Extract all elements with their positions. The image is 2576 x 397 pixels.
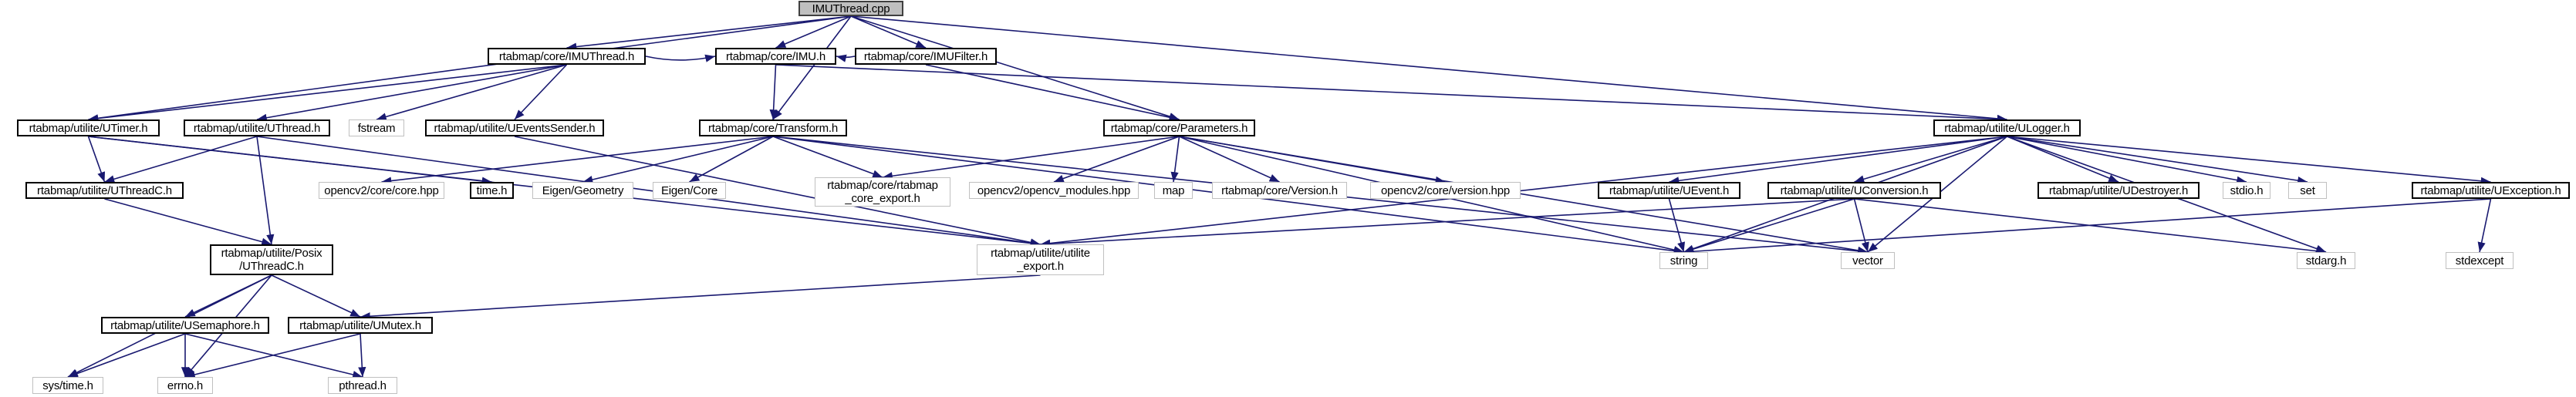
graph-node-rtabmap-utilite-ueventssender-h[interactable]: rtabmap/utilite/UEventsSender.h — [425, 119, 604, 136]
graph-node-rtabmap-utilite-uthread-h[interactable]: rtabmap/utilite/UThread.h — [184, 119, 330, 136]
graph-node-pthread-h[interactable]: pthread.h — [328, 377, 397, 394]
graph-node-label: vector — [1852, 254, 1883, 267]
graph-node-vector[interactable]: vector — [1841, 252, 1895, 269]
graph-node-stdio-h[interactable]: stdio.h — [2223, 182, 2270, 199]
graph-node-label: rtabmap/utilite/UDestroyer.h — [2048, 183, 2189, 197]
graph-node-label: stdexcept — [2455, 254, 2504, 267]
graph-node-label: rtabmap/core/Parameters.h — [1110, 121, 1248, 135]
graph-node-label: rtabmap/utilite/UConversion.h — [1780, 183, 1929, 197]
graph-node-set[interactable]: set — [2288, 182, 2327, 199]
graph-node-rtabmap-utilite-udestroyer-h[interactable]: rtabmap/utilite/UDestroyer.h — [2038, 182, 2200, 199]
graph-node-eigen-geometry[interactable]: Eigen/Geometry — [532, 182, 633, 199]
graph-node-rtabmap-utilite-usemaphore-h[interactable]: rtabmap/utilite/USemaphore.h — [101, 317, 269, 334]
graph-node-imuthread-cpp[interactable]: IMUThread.cpp — [798, 1, 903, 16]
graph-node-label: rtabmap/utilite/USemaphore.h — [110, 318, 260, 332]
graph-node-label: rtabmap/core/IMU.h — [726, 49, 825, 63]
graph-node-label: errno.h — [167, 378, 204, 392]
graph-node-eigen-core[interactable]: Eigen/Core — [653, 182, 726, 199]
graph-node-rtabmap-utilite-uevent-h[interactable]: rtabmap/utilite/UEvent.h — [1598, 182, 1740, 199]
graph-node-label: pthread.h — [339, 378, 387, 392]
graph-node-opencv2-core-version-hpp[interactable]: opencv2/core/version.hpp — [1370, 182, 1521, 199]
graph-node-label: rtabmap/utilite/UMutex.h — [299, 318, 421, 332]
graph-node-rtabmap-core-rtabmap-core-export-h[interactable]: rtabmap/core/rtabmap _core_export.h — [815, 177, 950, 207]
graph-node-rtabmap-utilite-umutex-h[interactable]: rtabmap/utilite/UMutex.h — [288, 317, 433, 334]
graph-node-time-h[interactable]: time.h — [470, 182, 514, 199]
graph-node-label: rtabmap/utilite/Posix /UThreadC.h — [221, 247, 322, 273]
graph-node-string[interactable]: string — [1659, 252, 1708, 269]
graph-node-rtabmap-utilite-uexception-h[interactable]: rtabmap/utilite/UException.h — [2412, 182, 2570, 199]
graph-node-label: opencv2/opencv_modules.hpp — [977, 183, 1131, 197]
graph-node-rtabmap-utilite-uthreadc-h[interactable]: rtabmap/utilite/UThreadC.h — [25, 182, 184, 199]
graph-node-stdarg-h[interactable]: stdarg.h — [2297, 252, 2355, 269]
graph-node-label: rtabmap/utilite/UException.h — [2420, 183, 2561, 197]
graph-node-rtabmap-core-imufilter-h[interactable]: rtabmap/core/IMUFilter.h — [855, 48, 997, 65]
graph-node-rtabmap-core-version-h[interactable]: rtabmap/core/Version.h — [1212, 182, 1347, 199]
graph-node-rtabmap-core-imuthread-h[interactable]: rtabmap/core/IMUThread.h — [488, 48, 646, 65]
graph-node-label: rtabmap/utilite/utilite _export.h — [991, 247, 1090, 273]
graph-node-label: rtabmap/core/rtabmap _core_export.h — [827, 179, 938, 205]
graph-node-rtabmap-utilite-utilite-export-h[interactable]: rtabmap/utilite/utilite _export.h — [977, 244, 1104, 275]
graph-node-label: map — [1162, 183, 1185, 197]
graph-node-label: Eigen/Geometry — [542, 183, 624, 197]
graph-node-label: fstream — [357, 121, 396, 135]
graph-node-errno-h[interactable]: errno.h — [157, 377, 213, 394]
graph-node-label: rtabmap/core/IMUThread.h — [498, 49, 635, 63]
graph-node-label: IMUThread.cpp — [812, 2, 890, 15]
graph-node-rtabmap-utilite-ulogger-h[interactable]: rtabmap/utilite/ULogger.h — [1933, 119, 2081, 136]
graph-node-label: rtabmap/core/Transform.h — [707, 121, 839, 135]
graph-node-rtabmap-utilite-utimer-h[interactable]: rtabmap/utilite/UTimer.h — [17, 119, 160, 136]
graph-node-fstream[interactable]: fstream — [349, 119, 404, 136]
graph-node-label: Eigen/Core — [660, 183, 718, 197]
graph-node-label: stdio.h — [2230, 183, 2264, 197]
graph-node-label: rtabmap/core/IMUFilter.h — [863, 49, 988, 63]
graph-node-label: opencv2/core/version.hpp — [1381, 183, 1510, 197]
graph-node-rtabmap-core-transform-h[interactable]: rtabmap/core/Transform.h — [699, 119, 847, 136]
graph-node-label: rtabmap/utilite/UEvent.h — [1609, 183, 1730, 197]
graph-node-label: rtabmap/utilite/UTimer.h — [29, 121, 148, 135]
graph-node-stdexcept[interactable]: stdexcept — [2446, 252, 2514, 269]
graph-node-label: rtabmap/utilite/ULogger.h — [1944, 121, 2070, 135]
graph-node-label: set — [2300, 183, 2315, 197]
graph-node-rtabmap-core-imu-h[interactable]: rtabmap/core/IMU.h — [715, 48, 836, 65]
graph-node-label: sys/time.h — [42, 378, 93, 392]
graph-node-label: opencv2/core/core.hpp — [324, 183, 439, 197]
graph-node-label: time.h — [476, 183, 508, 197]
graph-node-label: rtabmap/utilite/UThreadC.h — [37, 183, 172, 197]
graph-node-opencv2-opencv-modules-hpp[interactable]: opencv2/opencv_modules.hpp — [969, 182, 1139, 199]
graph-node-opencv2-core-core-hpp[interactable]: opencv2/core/core.hpp — [319, 182, 444, 199]
graph-node-label: rtabmap/utilite/UEventsSender.h — [434, 121, 596, 135]
graph-node-rtabmap-utilite-uconversion-h[interactable]: rtabmap/utilite/UConversion.h — [1767, 182, 1941, 199]
graph-node-rtabmap-utilite-posix-uthreadc-h[interactable]: rtabmap/utilite/Posix /UThreadC.h — [210, 244, 333, 275]
graph-node-label: rtabmap/utilite/UThread.h — [193, 121, 321, 135]
graph-node-label: stdarg.h — [2305, 254, 2347, 267]
graph-node-sys-time-h[interactable]: sys/time.h — [32, 377, 103, 394]
graph-node-map[interactable]: map — [1154, 182, 1193, 199]
graph-node-label: string — [1670, 254, 1698, 267]
graph-node-rtabmap-core-parameters-h[interactable]: rtabmap/core/Parameters.h — [1103, 119, 1255, 136]
graph-node-label: rtabmap/core/Version.h — [1221, 183, 1338, 197]
